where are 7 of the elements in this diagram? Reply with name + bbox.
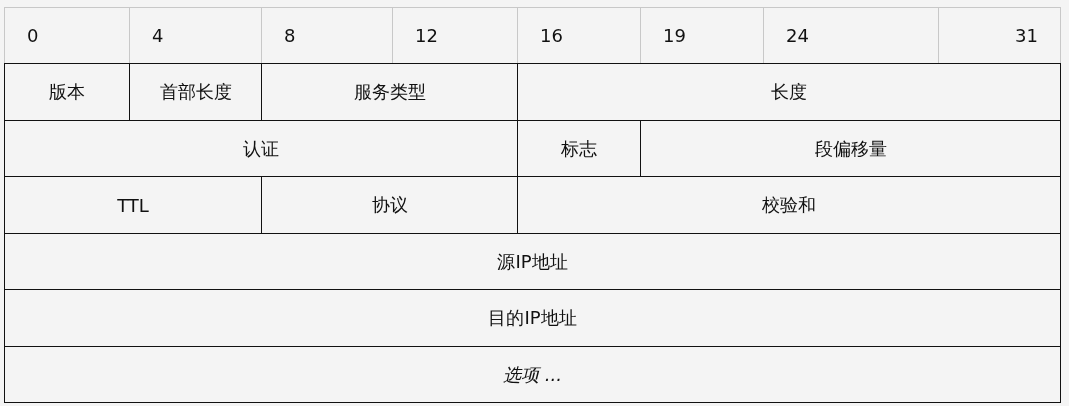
header-field-cell: 长度 — [517, 63, 1061, 121]
bit-offset-header-cell: 0 — [4, 7, 130, 64]
header-field-cell: 源IP地址 — [4, 233, 1061, 290]
header-field-cell: 选项 ... — [4, 346, 1061, 403]
header-field-cell: 目的IP地址 — [4, 289, 1061, 347]
bit-offset-header-cell: 31 — [938, 7, 1061, 64]
header-field-cell: 版本 — [4, 63, 130, 121]
